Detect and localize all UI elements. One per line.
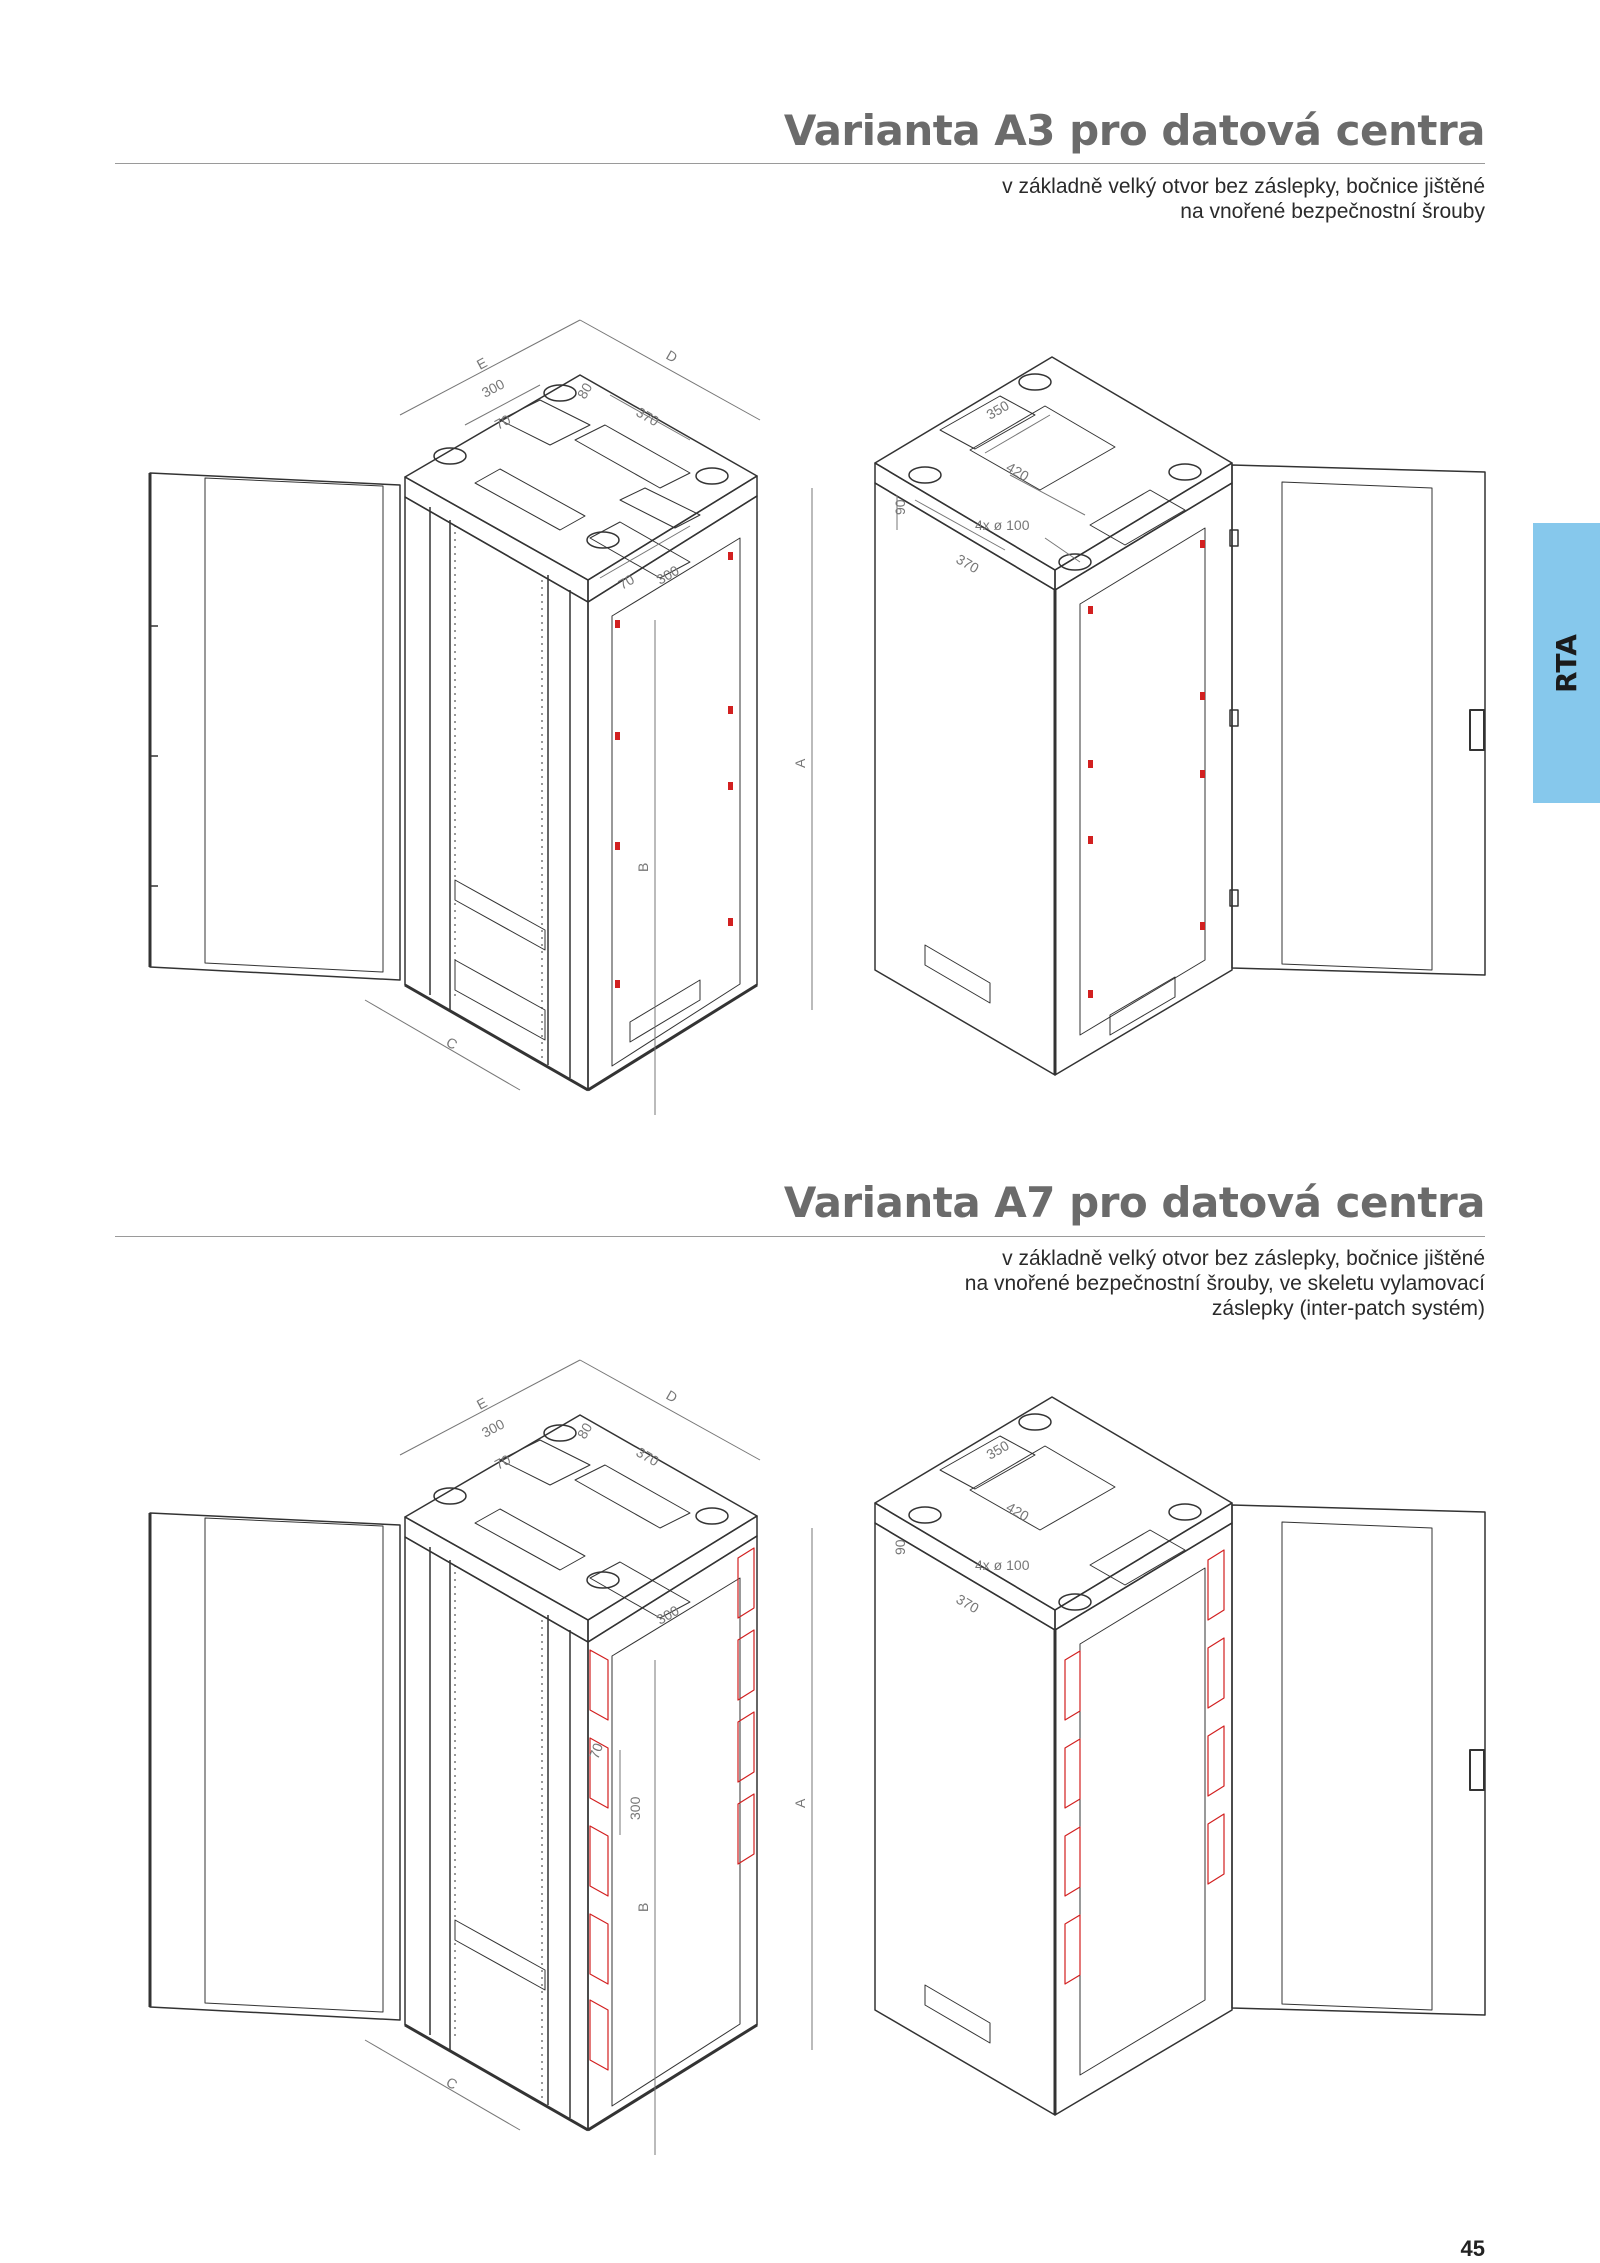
dim-label: 420 — [1004, 1499, 1032, 1525]
subtitle-line: záslepky (inter-patch systém) — [1211, 1297, 1485, 1320]
dim-label: 370 — [954, 551, 982, 577]
dim-label: 4x ø 100 — [975, 517, 1030, 533]
dim-label: 4x ø 100 — [975, 1557, 1030, 1573]
dim-label: 70 — [616, 571, 638, 593]
rack-back-panel — [874, 482, 1056, 1076]
rack-back-view — [874, 356, 1486, 1076]
rack-back-view — [874, 1396, 1486, 2116]
dim-label: 70 — [492, 411, 513, 433]
dim-label: C — [444, 1034, 461, 1053]
open-door-left — [149, 472, 401, 981]
dim-label: 70 — [492, 1451, 513, 1473]
dim-label: E — [474, 354, 490, 373]
open-door-right — [1231, 464, 1486, 976]
dimension-labels-a3: E D 300 70 80 370 70 300 A B C 350 420 9… — [444, 347, 1032, 1053]
breakout-panels-front — [589, 1547, 755, 2071]
dim-label: B — [635, 1903, 651, 1912]
side-tab-rta: RTA — [1533, 523, 1600, 803]
breakout-panels-back — [1064, 1549, 1225, 1985]
back-dimensions — [896, 414, 1086, 563]
dim-label: 300 — [654, 1602, 682, 1628]
rack-drawing-a7: E D 300 70 80 370 300 70 300 A B C 350 4… — [148, 1359, 1486, 2155]
page-number: 45 — [1460, 2236, 1485, 2261]
red-markers-back — [1088, 540, 1205, 998]
dim-label: 350 — [984, 397, 1012, 423]
rack-top-panel — [405, 470, 760, 602]
rack-front-view — [148, 374, 760, 1092]
subtitle-line: v základně velký otvor bez záslepky, boč… — [1002, 1247, 1485, 1270]
open-door-left — [149, 1512, 401, 2021]
dim-label: D — [664, 347, 681, 366]
dim-label: 90 — [892, 499, 908, 515]
dim-label: 90 — [892, 1539, 908, 1555]
subtitle-line: na vnořené bezpečnostní šrouby, ve skele… — [964, 1272, 1485, 1295]
dim-label: C — [444, 2074, 461, 2093]
rack-drawing-a3: E D 300 70 80 370 70 300 A B C 350 420 9… — [148, 319, 1486, 1115]
dim-label: A — [792, 758, 808, 768]
dim-label: A — [792, 1798, 808, 1808]
dim-label: D — [664, 1387, 681, 1406]
subtitle-line: na vnořené bezpečnostní šrouby — [1180, 200, 1485, 223]
dim-label: 350 — [984, 1437, 1012, 1463]
dim-label: E — [474, 1394, 490, 1413]
dim-label: 300 — [654, 562, 682, 588]
dim-label: 370 — [954, 1591, 982, 1617]
dim-label: 300 — [479, 375, 507, 400]
section-title-a7: Varianta A7 pro datová centra — [783, 1178, 1486, 1227]
dim-label: 70 — [586, 1741, 606, 1761]
red-markers — [615, 552, 733, 988]
section-subtitle-a3: v základně velký otvor bez záslepky, boč… — [1002, 174, 1485, 224]
dim-label: 80 — [574, 1420, 596, 1442]
front-dimensions — [364, 1359, 813, 2155]
dim-label: B — [635, 863, 651, 872]
dim-label: 300 — [479, 1415, 507, 1440]
section-subtitle-a7: v základně velký otvor bez záslepky, boč… — [965, 1246, 1485, 1321]
dim-label: 420 — [1004, 459, 1032, 485]
title-rule — [115, 163, 1485, 164]
dim-label: 300 — [627, 1796, 643, 1820]
rack-front-view — [148, 1414, 758, 2132]
section-title-a3: Varianta A3 pro datová centra — [783, 106, 1486, 155]
title-rule — [115, 1236, 1485, 1237]
subtitle-line: v základně velký otvor bez záslepky, boč… — [1002, 175, 1485, 198]
dim-label: 80 — [574, 380, 596, 402]
side-tab-label: RTA — [1550, 633, 1583, 693]
front-dimensions — [364, 319, 813, 1115]
